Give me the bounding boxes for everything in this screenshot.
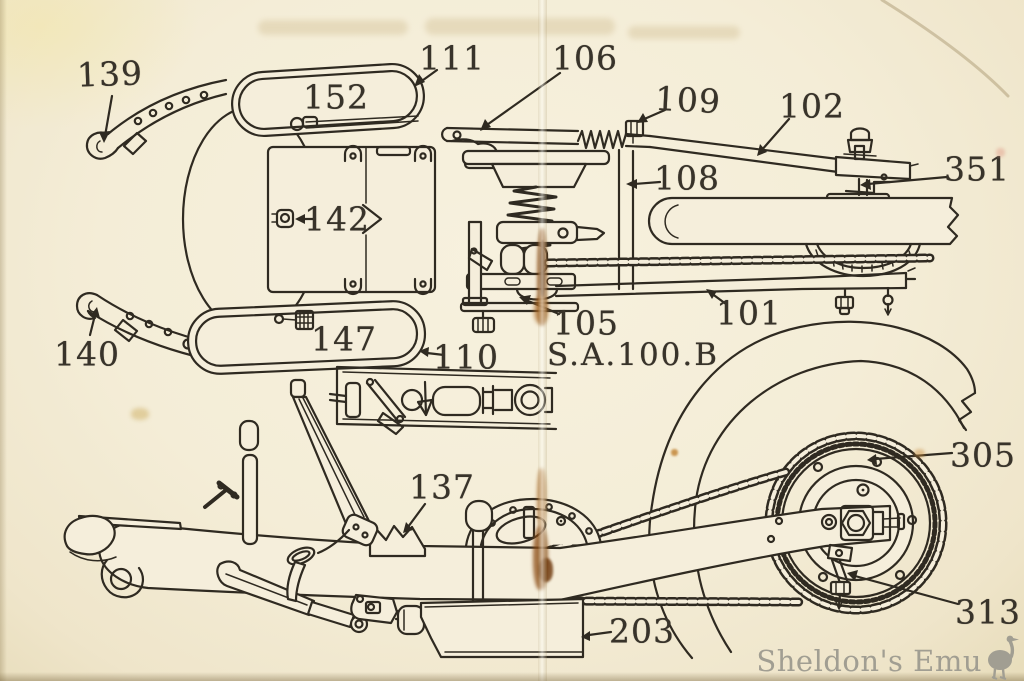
paper-edge-shadow — [0, 672, 1024, 681]
part-label-101: 101 — [716, 293, 782, 333]
part-label-203: 203 — [609, 611, 675, 651]
part-label-305: 305 — [950, 435, 1016, 475]
part-label-139: 139 — [76, 53, 144, 95]
watermark-text: Sheldon's Emu — [756, 644, 982, 678]
part-label-137: 137 — [409, 467, 475, 507]
watermark: Sheldon's Emu — [756, 632, 1021, 680]
model-code-label: S.A.100.B — [547, 337, 720, 373]
part-label-147: 147 — [311, 319, 377, 359]
part-label-102: 102 — [779, 86, 845, 126]
part-label-313: 313 — [955, 592, 1021, 632]
part-label-105: 105 — [553, 303, 619, 343]
paper-edge-shadow — [0, 0, 7, 681]
part-label-152: 152 — [303, 77, 369, 117]
emu-icon — [988, 635, 1019, 680]
part-label-108: 108 — [654, 158, 720, 198]
foxing-spot — [131, 408, 149, 420]
part-label-140: 140 — [54, 334, 120, 374]
faded-title-ghost — [258, 20, 408, 35]
part-label-109: 109 — [654, 78, 722, 122]
paper-fold-crease — [538, 0, 547, 681]
faded-title-ghost — [425, 18, 615, 35]
part-label-142: 142 — [304, 199, 370, 239]
foxing-spot — [914, 449, 925, 458]
foxing-spot — [671, 449, 678, 456]
part-label-111: 111 — [419, 38, 485, 78]
foxing-spot — [996, 148, 1005, 157]
faded-title-ghost — [628, 26, 740, 39]
part-label-106: 106 — [552, 38, 618, 78]
part-label-110: 110 — [433, 337, 499, 377]
